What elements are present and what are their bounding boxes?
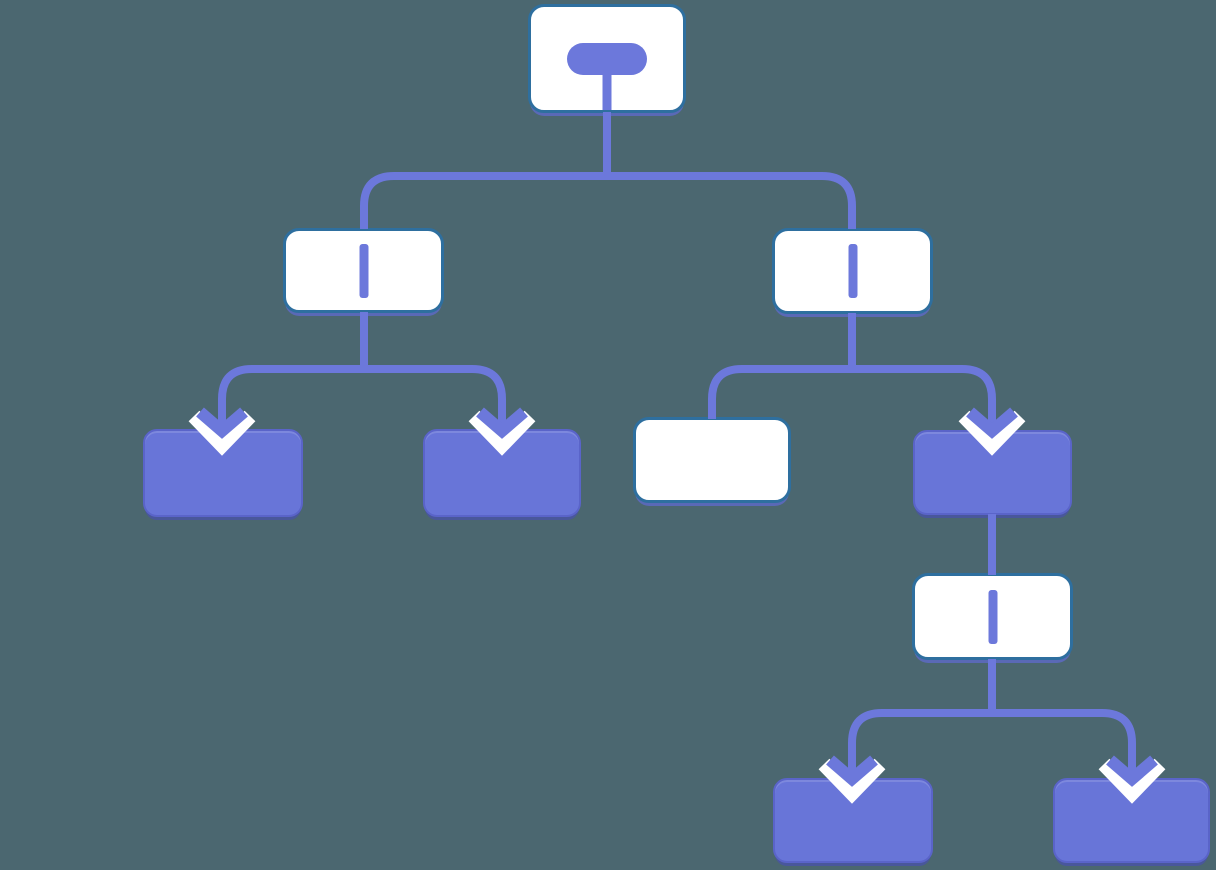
pill-stem-icon	[602, 69, 612, 110]
flowchart-node-branch-bottom[interactable]	[912, 573, 1073, 660]
flowchart-node-leaf-a[interactable]	[143, 429, 303, 517]
double-chevron-down-icon-purple	[826, 755, 878, 787]
flowchart-node-branch-right[interactable]	[772, 228, 933, 314]
pill-icon	[567, 43, 647, 75]
flowchart-node-node-c[interactable]	[913, 430, 1072, 515]
flowchart-node-leaf-e[interactable]	[1053, 778, 1210, 863]
edge-fork-root-split	[360, 172, 856, 229]
double-chevron-down-icon-purple	[966, 407, 1018, 439]
flowchart-node-leaf-d[interactable]	[773, 778, 933, 863]
vertical-bar-icon	[359, 243, 368, 298]
vertical-bar-icon	[988, 589, 997, 644]
edge-fork-bottom-split	[848, 709, 1136, 777]
flowchart-node-branch-left[interactable]	[283, 228, 444, 313]
double-chevron-down-icon-purple	[1106, 755, 1158, 787]
flowchart-node-root[interactable]	[528, 4, 686, 113]
vertical-bar-icon	[848, 244, 857, 298]
flowchart-node-leaf-b[interactable]	[423, 429, 581, 517]
flowchart-node-node-plain[interactable]	[633, 417, 791, 503]
edge-fork-left-split	[218, 365, 506, 429]
